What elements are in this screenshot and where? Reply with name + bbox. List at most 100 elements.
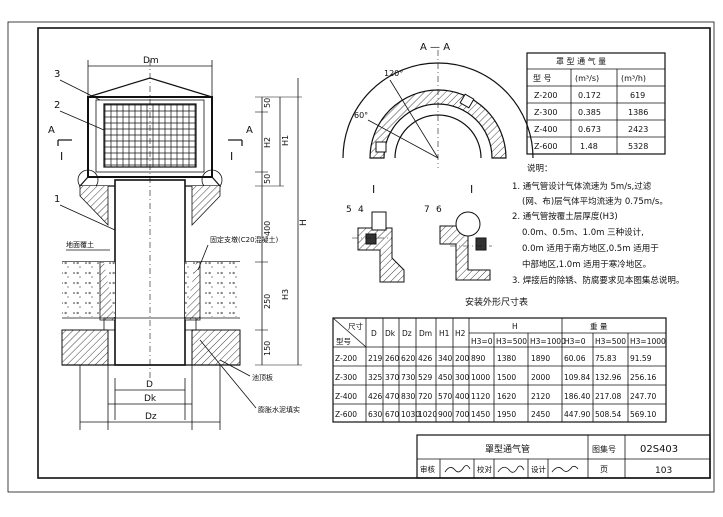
- dim-table-cell: 219: [368, 354, 383, 363]
- dim-table-cell: 447.90: [564, 410, 590, 419]
- dim-table-cell: 630: [368, 410, 383, 419]
- dimension-table: 安装外形尺寸表 尺寸 型号 D Dk Dz Dm H1 H2 H: [332, 296, 667, 423]
- inner-frame: [37, 27, 711, 479]
- dim-table-cell: 890: [471, 354, 486, 363]
- dim-table-cell: 217.08: [595, 392, 621, 401]
- design-notes: 说明： 1. 通气管设计气体流速为 5m/s,过滤 (网、布)层气体平均流速为 …: [512, 163, 684, 286]
- dim-h1: H1: [281, 135, 290, 146]
- vent-header-m3s: (m³/s): [575, 74, 599, 83]
- dim-table-cell: 400: [455, 392, 470, 401]
- dim-table-cell: 426: [368, 392, 383, 401]
- dim-table-cell: 830: [401, 392, 416, 401]
- dim-table-cell: 75.83: [595, 354, 617, 363]
- dim-w-col: H3=500: [595, 337, 626, 346]
- dim-table-cell: 1950: [497, 410, 516, 419]
- dim-d: D: [146, 380, 153, 390]
- dim-row-model: Z-600: [335, 410, 357, 419]
- note-line: 1. 通气管设计气体流速为 5m/s,过滤: [512, 181, 652, 192]
- dim-col-header: Dm: [419, 329, 432, 338]
- dim-col-header: Dz: [402, 329, 412, 338]
- dim-col-header: H1: [439, 329, 450, 338]
- dim-h: H: [299, 219, 309, 226]
- dim-h-col: H3=0: [471, 337, 493, 346]
- dim-table-cell: 2450: [531, 410, 550, 419]
- checker-signature: [497, 465, 525, 473]
- vent-cell: Z-200: [534, 91, 558, 100]
- reviewer-signature: [444, 465, 471, 473]
- dim-table-cell: 1120: [471, 392, 490, 401]
- part-number-3: 3: [54, 69, 60, 80]
- dim-table-cell: 450: [438, 373, 453, 382]
- dim-table-cell: 720: [418, 392, 433, 401]
- detail-i-left: I: [60, 150, 63, 163]
- part-number-1: 1: [54, 194, 60, 205]
- dim-dk: Dk: [144, 394, 157, 404]
- dim-corner-bottom: 型号: [336, 337, 351, 346]
- section-a-a: A — A 120° 60°: [342, 42, 534, 168]
- angle-60-label: 60°: [354, 111, 368, 120]
- atlas-number: 02S403: [640, 444, 678, 455]
- vent-cell: 2423: [628, 125, 648, 134]
- check-label: 校对: [477, 464, 492, 474]
- detail-i-right-title: I: [470, 183, 473, 196]
- dim-table-cell: 370: [385, 373, 400, 382]
- dim-col-header: D: [371, 329, 377, 338]
- dim-col-header: H2: [455, 329, 466, 338]
- part-number-5: 5: [346, 205, 352, 215]
- dim-50-top: 50: [263, 98, 272, 108]
- vent-cell: 1.48: [580, 142, 598, 151]
- part-number-6: 6: [436, 205, 442, 215]
- dim-table-cell: 1380: [497, 354, 516, 363]
- dim-w-group: 重 量: [590, 322, 608, 331]
- review-label: 审核: [420, 464, 435, 474]
- soil-surface-label: 地面覆土: [66, 240, 94, 249]
- dim-250: 250: [263, 294, 272, 309]
- filler-label: 膨胀水泥填实: [258, 405, 300, 414]
- dim-table-cell: 529: [418, 373, 433, 382]
- dim-dz: Dz: [145, 412, 157, 422]
- section-a-left: A: [48, 125, 55, 136]
- dim-table-cell: 1450: [471, 410, 490, 419]
- atlas-label: 图集号: [592, 444, 616, 454]
- vent-cell: Z-400: [534, 125, 558, 134]
- dim-50-bottom: 50: [263, 174, 272, 184]
- notes-title: 说明：: [527, 163, 553, 174]
- dim-table-cell: 670: [385, 410, 400, 419]
- dim-table-cell: 91.59: [630, 354, 652, 363]
- dim-table-cell: 186.40: [564, 392, 590, 401]
- dim-table-cell: 569.10: [630, 410, 656, 419]
- note-line: 2. 通气管按覆土层厚度(H3): [512, 211, 618, 222]
- dim-table-cell: 900: [438, 410, 453, 419]
- vent-capacity-table: 罩 型 通 气 量 型 号 (m³/s) (m³/h) Z-200 0.172 …: [526, 52, 666, 155]
- dim-table-cell: 570: [438, 392, 453, 401]
- design-label: 设计: [531, 464, 546, 474]
- dim-table-cell: 109.84: [564, 373, 590, 382]
- dim-h-col: H3=500: [496, 337, 527, 346]
- dim-400: 400: [263, 221, 272, 236]
- dim-row-model: Z-200: [335, 354, 357, 363]
- detail-i-right: I: [230, 150, 233, 163]
- dim-table-cell: 620: [401, 354, 416, 363]
- dim-col-header: Dk: [385, 329, 396, 338]
- dim-table-cell: 260: [385, 354, 400, 363]
- dim-table-cell: 470: [385, 392, 400, 401]
- note-line: 中部地区,1.0m 适用于寒冷地区。: [522, 259, 651, 270]
- dim-table-cell: 200: [455, 354, 470, 363]
- roof-slab-label: 池顶板: [252, 373, 273, 382]
- dim-dm: Dm: [143, 56, 159, 66]
- dim-table-cell: 300: [455, 373, 470, 382]
- designer-signature: [551, 465, 579, 473]
- dim-150: 150: [263, 341, 272, 356]
- dim-table-cell: 60.06: [564, 354, 586, 363]
- dim-h-group: H: [512, 322, 518, 331]
- dim-table-cell: 730: [401, 373, 416, 382]
- detail-i: I I 5 4 7 6: [346, 183, 492, 283]
- dim-corner-top: 尺寸: [348, 321, 363, 331]
- dim-table-cell: 1890: [531, 354, 550, 363]
- title-block: 罩型通气管 图集号 02S403 审核 校对 设计 页 103: [416, 434, 711, 479]
- dim-table-cell: 132.96: [595, 373, 621, 382]
- vent-cell: Z-300: [534, 108, 558, 117]
- dim-table-cell: 1500: [497, 373, 516, 382]
- dim-table-cell: 1000: [471, 373, 490, 382]
